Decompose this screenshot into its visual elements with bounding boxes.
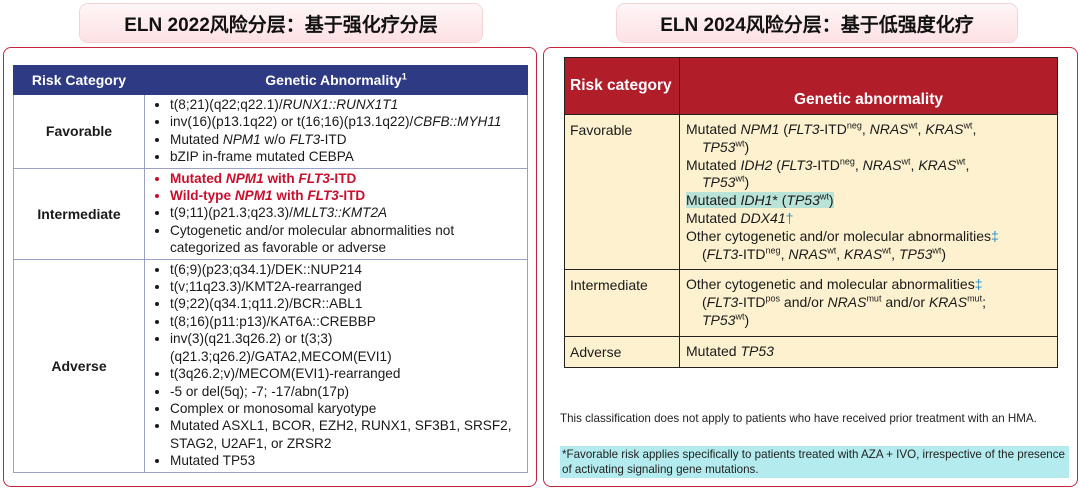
list-item: Mutated NPM1 w/o FLT3-ITD: [170, 131, 523, 148]
category-favorable: Favorable: [13, 94, 145, 169]
list-item: Mutated NPM1 with FLT3-ITD: [170, 170, 523, 187]
adverse-abnormalities: Mutated TP53: [679, 335, 1058, 368]
header-genetic-abnormality-text: Genetic Abnormality: [265, 72, 402, 88]
header-footnote-mark: 1: [401, 71, 407, 82]
eln2022-panel: Risk Category Genetic Abnormality1 Favor…: [3, 47, 537, 487]
header-risk-category: Risk Category: [13, 65, 145, 95]
list-item: bZIP in-frame mutated CEBPA: [170, 148, 523, 165]
favorable-abnormalities: Mutated NPM1 (FLT3-ITDneg, NRASwt, KRASw…: [679, 113, 1058, 271]
row-adverse: Adverse Mutated TP53: [564, 335, 1058, 368]
list-item: -5 or del(5q); -7; -17/abn(17p): [170, 383, 523, 400]
header-risk-category: Risk category: [564, 57, 680, 115]
category-adverse: Adverse: [13, 258, 145, 473]
list-item: Other cytogenetic and molecular abnormal…: [686, 276, 986, 328]
intermediate-abnormalities: Other cytogenetic and molecular abnormal…: [679, 269, 1058, 337]
eln2024-panel: Risk category Genetic abnormality Favora…: [543, 47, 1078, 487]
list-item: Wild-type NPM1 with FLT3-ITD: [170, 187, 523, 204]
favorable-abnormalities: t(8;21)(q22;q22.1)/RUNX1::RUNX1T1 inv(16…: [144, 94, 528, 169]
list-item: Mutated DDX41†: [686, 209, 794, 226]
eln2024-header-row: Risk category Genetic abnormality: [564, 57, 1058, 115]
list-item: Mutated ASXL1, BCOR, EZH2, RUNX1, SF3B1,…: [170, 417, 523, 452]
list-item: t(8;21)(q22;q22.1)/RUNX1::RUNX1T1: [170, 96, 523, 113]
row-adverse: Adverse t(6;9)(p23;q34.1)/DEK::NUP214 t(…: [13, 258, 528, 473]
list-item: inv(3)(q21.3q26.2) or t(3;3)(q21.3;q26.2…: [170, 330, 523, 365]
list-item: Mutated NPM1 (FLT3-ITDneg, NRASwt, KRASw…: [686, 120, 977, 155]
category-intermediate: Intermediate: [13, 167, 145, 260]
list-item: Other cytogenetic and/or molecular abnor…: [686, 227, 999, 262]
footnote-favorable-aza-ivo: *Favorable risk applies specifically to …: [560, 446, 1069, 478]
footnote-hma: This classification does not apply to pa…: [560, 412, 1037, 425]
list-item: Mutated IDH1* (TP53wt): [686, 192, 1053, 210]
list-item: Complex or monosomal karyotype: [170, 400, 523, 417]
right-title: ELN 2024风险分层：基于低强度化疗: [617, 4, 1017, 42]
category-favorable: Favorable: [564, 113, 680, 271]
row-favorable: Favorable t(8;21)(q22;q22.1)/RUNX1::RUNX…: [13, 94, 528, 169]
row-intermediate: Intermediate Mutated NPM1 with FLT3-ITD …: [13, 167, 528, 260]
list-item: Mutated IDH2 (FLT3-ITDneg, NRASwt, KRASw…: [686, 155, 970, 191]
row-intermediate: Intermediate Other cytogenetic and molec…: [564, 269, 1058, 337]
list-item: t(9;11)(p21.3;q23.3)/MLLT3::KMT2A: [170, 204, 523, 221]
list-item: t(8;16)(p11:p13)/KAT6A::CREBBP: [170, 313, 523, 330]
list-item: t(3q26.2;v)/MECOM(EVI1)-rearranged: [170, 365, 523, 382]
list-item: Mutated TP53: [170, 452, 523, 469]
adverse-abnormalities: t(6;9)(p23;q34.1)/DEK::NUP214 t(v;11q23.…: [144, 258, 528, 473]
list-item: Cytogenetic and/or molecular abnormaliti…: [170, 222, 523, 257]
eln2022-table: Risk Category Genetic Abnormality1 Favor…: [13, 65, 528, 473]
eln2024-table: Risk category Genetic abnormality Favora…: [564, 57, 1058, 368]
list-item: t(6;9)(p23;q34.1)/DEK::NUP214: [170, 261, 523, 278]
category-adverse: Adverse: [564, 335, 680, 368]
row-favorable: Favorable Mutated NPM1 (FLT3-ITDneg, NRA…: [564, 113, 1058, 271]
highlight-idh1: Mutated IDH1* (TP53wt): [686, 191, 834, 209]
left-title: ELN 2022风险分层：基于强化疗分层: [80, 4, 482, 42]
list-item: t(v;11q23.3)/KMT2A-rearranged: [170, 278, 523, 295]
eln2022-header-row: Risk Category Genetic Abnormality1: [13, 65, 528, 95]
category-intermediate: Intermediate: [564, 269, 680, 337]
intermediate-abnormalities: Mutated NPM1 with FLT3-ITD Wild-type NPM…: [144, 167, 528, 260]
list-item: t(9;22)(q34.1;q11.2)/BCR::ABL1: [170, 295, 523, 312]
header-genetic-abnormality: Genetic abnormality: [679, 57, 1058, 115]
list-item: inv(16)(p13.1q22) or t(16;16)(p13.1q22)/…: [170, 113, 523, 130]
header-genetic-abnormality: Genetic Abnormality1: [144, 65, 528, 95]
